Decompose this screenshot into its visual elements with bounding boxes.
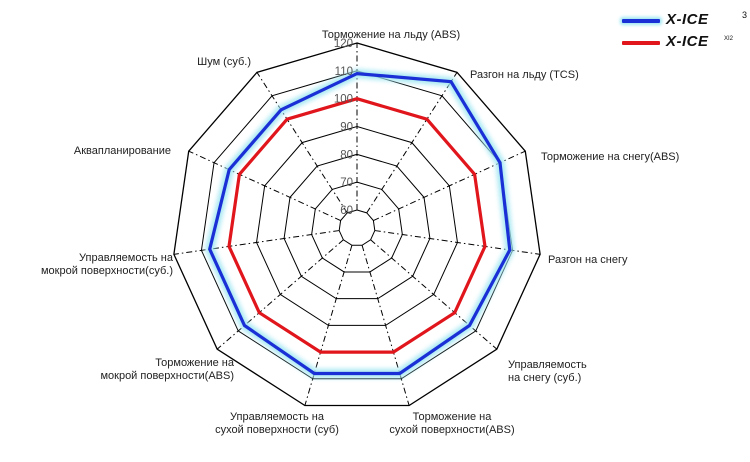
grid-spoke-9: [188, 150, 341, 221]
tick-label-120: 120: [334, 38, 353, 50]
tick-label-110: 110: [335, 66, 353, 78]
axis-label-2: Торможение на снегу(ABS): [541, 151, 679, 163]
tick-label-100: 100: [334, 94, 353, 106]
series-line-0: [208, 71, 512, 376]
radar-axis-labels: Торможение на льду (ABS) Разгон на льду (…: [41, 29, 679, 436]
axis-label-1: Разгон на льду (TCS): [470, 69, 579, 81]
grid-spoke-3: [374, 230, 541, 255]
grid-ring-60: [338, 209, 376, 246]
grid-spoke-4: [370, 239, 498, 350]
axis-label-3: Разгон на снегу: [548, 254, 628, 266]
axis-label-9: Аквапланирование: [74, 145, 171, 157]
axis-label-0: Торможение на льду (ABS): [322, 29, 460, 41]
legend-swatch-xice-xi2: [622, 41, 660, 45]
legend-superscript-xice3: 3: [742, 10, 748, 20]
legend-label-xice3: X-ICE: [666, 11, 709, 28]
legend-entry-xice-xi2: X-ICE XI2: [618, 32, 748, 54]
radar-series: [205, 69, 515, 378]
legend-label-xice-xi2: X-ICE: [666, 33, 709, 50]
grid-spoke-10: [256, 72, 348, 214]
grid-spoke-7: [216, 239, 344, 350]
legend-entry-xice3: X-ICE 3: [618, 10, 748, 32]
legend-superscript-xice-xi2: XI2: [724, 36, 734, 42]
tick-label-60: 60: [340, 205, 353, 217]
radar-tick-labels: 60 70 80 90 100 110 120: [334, 38, 353, 217]
legend-swatch-xice3: [622, 19, 660, 23]
grid-spoke-8: [173, 230, 340, 255]
grid-spoke-5: [361, 245, 410, 406]
grid-spoke-1: [366, 72, 458, 214]
axis-label-10: Шум (суб.): [197, 56, 251, 68]
chart-legend: X-ICE 3 X-ICE XI2: [618, 10, 748, 54]
tick-label-70: 70: [340, 177, 353, 189]
grid-ring-70: [311, 181, 403, 273]
tick-label-80: 80: [340, 149, 353, 161]
grid-ring-90: [256, 125, 458, 326]
series-line-1: [227, 97, 487, 354]
tick-label-90: 90: [340, 122, 353, 134]
grid-ring-120: [173, 42, 541, 407]
grid-ring-80: [283, 153, 431, 300]
grid-spoke-6: [304, 245, 353, 406]
